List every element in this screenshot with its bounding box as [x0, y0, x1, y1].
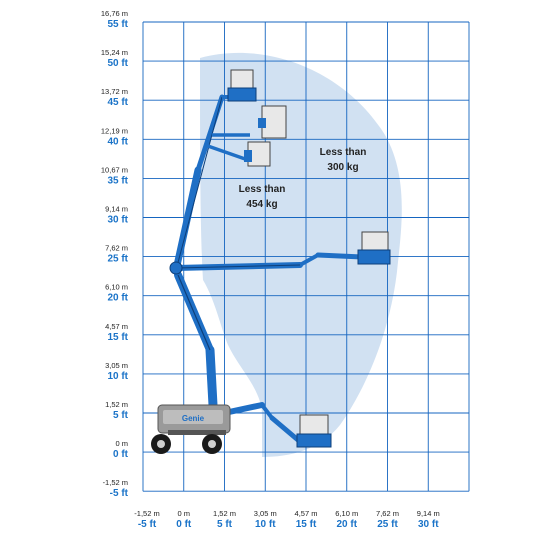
- x-tick-label-m: 0 m: [177, 509, 190, 518]
- y-tick-label-ft: 45 ft: [107, 97, 128, 108]
- x-tick-label-ft: -5 ft: [138, 519, 157, 530]
- y-tick-label-ft: 5 ft: [113, 410, 129, 421]
- y-tick-label-ft: 40 ft: [107, 136, 128, 147]
- platform-mid: [244, 141, 271, 167]
- y-tick-label-m: 12,19 m: [101, 126, 128, 135]
- x-tick-label-ft: 0 ft: [176, 519, 192, 530]
- brand-logo-text: Genie: [182, 414, 205, 423]
- inner-zone-label-line2: 454 kg: [246, 199, 277, 210]
- grid: [142, 21, 470, 492]
- x-tick-label-m: 1,52 m: [213, 509, 236, 518]
- wheel-left: [151, 434, 171, 454]
- y-tick-label-m: 16,76 m: [101, 9, 128, 18]
- y-tick-label-m: 0 m: [115, 439, 128, 448]
- y-tick-label-m: 15,24 m: [101, 48, 128, 57]
- platform-top: [227, 69, 257, 102]
- y-tick-label-m: 1,52 m: [105, 400, 128, 409]
- y-tick-label-ft: 30 ft: [107, 215, 128, 226]
- platform-low: [296, 414, 332, 448]
- x-tick-label-m: 4,57 m: [295, 509, 318, 518]
- x-tick-label-ft: 10 ft: [255, 519, 276, 530]
- y-tick-label-ft: 15 ft: [107, 332, 128, 343]
- y-tick-label-ft: 25 ft: [107, 254, 128, 265]
- y-tick-label-m: 6,10 m: [105, 283, 128, 292]
- y-tick-label-ft: 20 ft: [107, 293, 128, 304]
- y-tick-label-ft: 35 ft: [107, 175, 128, 186]
- y-tick-label-m: 7,62 m: [105, 244, 128, 253]
- x-tick-label-ft: 5 ft: [217, 519, 233, 530]
- y-axis-labels: 16,76 m55 ft 15,24 m50 ft 13,72 m45 ft 12,1…: [101, 9, 129, 499]
- x-tick-label-ft: 20 ft: [336, 519, 357, 530]
- riser-boom: [174, 271, 218, 410]
- inner-zone-label-line1: Less than: [239, 184, 286, 195]
- wheel-right: [202, 434, 222, 454]
- x-axis-labels: -1,52 m-5 ft 0 m0 ft 1,52 m5 ft 3,05 m10 ft…: [134, 509, 439, 530]
- x-tick-label-ft: 15 ft: [296, 519, 317, 530]
- y-tick-label-ft: 10 ft: [107, 371, 128, 382]
- outer-zone-label-line2: 300 kg: [327, 162, 358, 173]
- x-tick-label-m: 7,62 m: [376, 509, 399, 518]
- y-tick-label-m: 10,67 m: [101, 165, 128, 174]
- y-tick-label-m: 13,72 m: [101, 87, 128, 96]
- boom-lift-illustration: Genie: [151, 69, 391, 454]
- x-tick-label-ft: 30 ft: [418, 519, 439, 530]
- y-tick-label-m: 9,14 m: [105, 205, 128, 214]
- x-tick-label-m: 6,10 m: [335, 509, 358, 518]
- y-tick-label-m: -1,52 m: [103, 478, 128, 487]
- x-tick-label-m: 9,14 m: [417, 509, 440, 518]
- x-tick-label-m: 3,05 m: [254, 509, 277, 518]
- y-tick-label-m: 4,57 m: [105, 322, 128, 331]
- main-boom-horizontal: [169, 252, 365, 275]
- y-tick-label-ft: 55 ft: [107, 19, 128, 30]
- y-tick-label-ft: -5 ft: [110, 488, 129, 499]
- chassis: Genie: [157, 404, 231, 435]
- x-tick-label-ft: 25 ft: [377, 519, 398, 530]
- y-tick-label-m: 3,05 m: [105, 361, 128, 370]
- platform-upper-mid: [258, 105, 287, 139]
- y-tick-label-ft: 0 ft: [113, 449, 129, 460]
- y-tick-label-ft: 50 ft: [107, 58, 128, 69]
- outer-zone-label-line1: Less than: [320, 147, 367, 158]
- platform-right: [357, 231, 391, 265]
- x-tick-label-m: -1,52 m: [134, 509, 159, 518]
